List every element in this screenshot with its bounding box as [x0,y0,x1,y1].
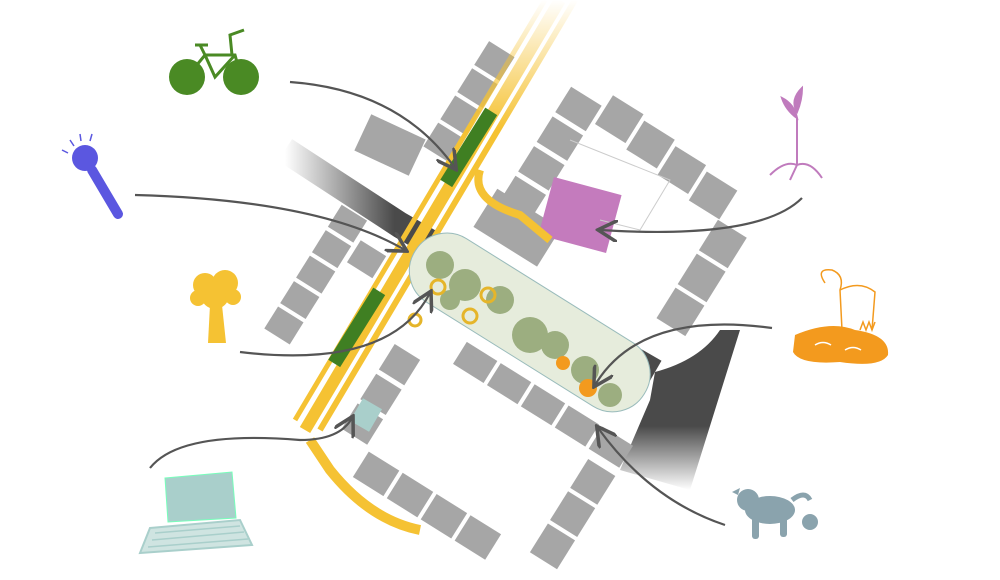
green-strip-south [328,287,386,368]
arrow-microphone [134,193,405,250]
pond-icon [793,269,889,364]
arrow-pond [595,323,773,385]
tree-icon [190,270,241,343]
sprout-icon [769,85,823,181]
linear-park [407,232,651,413]
laptop-icon [138,471,254,555]
arrow-bicycle [289,80,455,168]
kiosk [349,398,383,432]
arrow-laptop [149,418,352,469]
arrows [134,80,803,527]
bicycle-icon [169,28,259,95]
microphone-icon [61,133,123,219]
dog-icon [732,488,818,539]
arrow-dog [598,428,726,527]
arrow-tree [239,293,430,357]
arrow-sprout [600,197,803,232]
